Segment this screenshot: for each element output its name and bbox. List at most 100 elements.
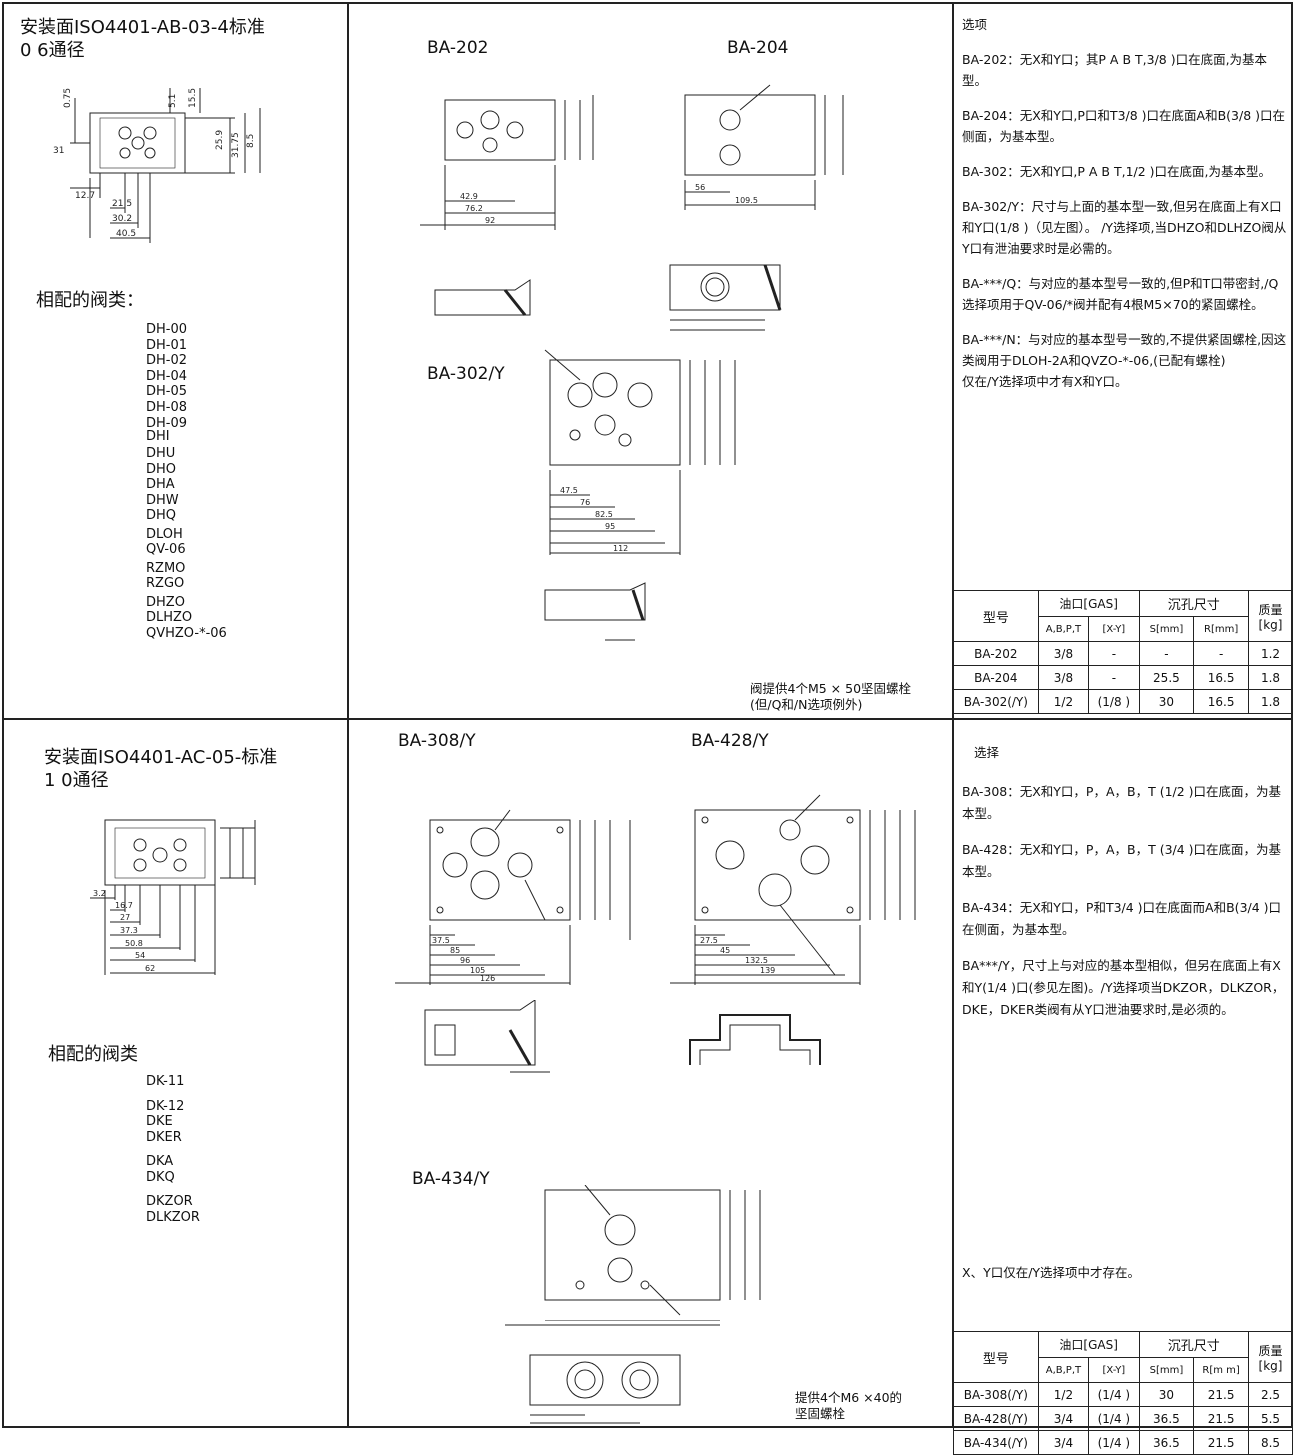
dim-label: 42.9: [460, 192, 478, 201]
cell-mass: 1.2: [1247, 641, 1294, 666]
cell-xy: (1/8 ): [1088, 689, 1140, 714]
header-r: R[m m]: [1193, 1357, 1249, 1383]
cell-r: 16.5: [1193, 665, 1249, 690]
cell-s: 30: [1138, 689, 1195, 714]
valve-item: DK-12: [146, 1098, 185, 1114]
valve-item: DH-01: [146, 337, 188, 353]
dim-label: 139: [760, 966, 775, 975]
cell-r: 21.5: [1193, 1382, 1249, 1407]
dim-label: 95: [605, 522, 615, 531]
valve-item: DH-00: [146, 322, 188, 337]
cell-port: 3/4: [1037, 1406, 1090, 1431]
section2-mounting-surface-drawing: 3.2 16.7 27 37.3 50.8 54 62: [90, 819, 256, 975]
section1-spec-table: 型号 油口[GAS] 沉孔尺寸 质量[kg] A,B,P,T [X-Y] S[m…: [953, 589, 1294, 714]
divider-col2: [952, 2, 954, 1428]
ba434y-drawing: [544, 1185, 761, 1316]
valve-item: DH-02: [146, 353, 188, 368]
cell-mass: 2.5: [1247, 1382, 1294, 1407]
option-item: BA-434：无X和Y口，P和T3/4 )口在底面而A和B(3/4 )口在侧面，…: [962, 900, 1282, 937]
option-item: BA***/Y，尺寸上与对应的基本型相似，但另在底面上有X和Y(1/4 )口(参…: [962, 958, 1285, 1017]
cell-xy: (1/4 ): [1088, 1382, 1140, 1407]
section1-title-line1: 安装面ISO4401-AB-03-4标准: [20, 17, 265, 38]
section2-xy-note: X、Y口仅在/Y选择项中才存在。: [962, 1265, 1141, 1280]
header-s: S[mm]: [1138, 1357, 1195, 1383]
dim-label-0-75: 0.75: [63, 88, 73, 108]
header-port: 油口[GAS]: [1037, 1330, 1140, 1359]
bolt-note-line1: 提供4个M6 ×40的: [795, 1390, 903, 1405]
dim-label-12-7: 12.7: [75, 191, 95, 201]
cell-model: BA-204: [953, 665, 1039, 690]
valve-item: DKER: [146, 1129, 182, 1145]
options-heading: 选择: [974, 745, 1000, 760]
cell-model: BA-434(/Y): [953, 1430, 1039, 1455]
option-item: BA-***/Q：与对应的基本型号一致的,但P和T口带密封,/Q选择项用于QV-…: [962, 276, 1279, 312]
cell-mass: 5.5: [1247, 1406, 1294, 1431]
dim-label: 16.7: [115, 901, 133, 910]
valve-item: DHZO: [146, 594, 185, 610]
table-row: BA-428(/Y) 3/4 (1/4 ) 36.5 21.5 5.5: [953, 1406, 1294, 1431]
table-row: BA-434(/Y) 3/4 (1/4 ) 36.5 21.5 8.5: [953, 1430, 1294, 1455]
ba428y-side-drawing: [689, 1014, 821, 1065]
valve-item: DH-05: [146, 384, 188, 399]
ba302y-drawing: 47.5 76 82.5 95 112: [544, 349, 736, 555]
header-port-xy: [X-Y]: [1088, 1357, 1140, 1383]
dim-label: 54: [135, 951, 145, 960]
model-label-ba302y: BA-302/Y: [427, 364, 505, 384]
cell-port: 3/8: [1037, 641, 1090, 666]
dim-label: 105: [470, 966, 485, 975]
dim-label-5-1: 5.1: [168, 94, 178, 108]
header-port: 油口[GAS]: [1037, 589, 1140, 618]
valve-item: RZMO: [146, 560, 186, 576]
cell-xy: -: [1088, 665, 1140, 690]
valve-item: DHU: [146, 446, 176, 461]
section1-bolt-note: 阀提供4个M5 × 50坚固螺栓 (但/Q和/N选项例外): [750, 681, 911, 713]
section1-valves-heading: 相配的阀类：: [36, 290, 144, 311]
model-label-ba308y: BA-308/Y: [398, 731, 476, 751]
model-label-ba204: BA-204: [727, 38, 789, 58]
header-mass-label: 质量: [1258, 602, 1283, 617]
valve-item: QV-06: [146, 542, 186, 557]
valve-item: DHI: [146, 429, 170, 444]
cell-port: 1/2: [1037, 689, 1090, 714]
dim-label: 132.5: [745, 956, 768, 965]
dim-label-15-5: 15.5: [188, 88, 198, 108]
dim-label-25-9: 25.9: [215, 130, 225, 150]
section1-valve-list: DH-00 DH-01 DH-02 DH-04 DH-05 DH-08 DH-0…: [146, 322, 227, 641]
section2-valve-list: DK-11 DK-12 DKE DKER DKA DKQ DKZOR DLKZO…: [146, 1074, 200, 1225]
valve-item: DHA: [146, 477, 175, 492]
dim-label: 76: [580, 498, 590, 507]
cell-xy: (1/4 ): [1088, 1406, 1140, 1431]
dim-label: 37.5: [432, 936, 450, 945]
bolt-note-line1: 阀提供4个M5 × 50坚固螺栓: [750, 681, 912, 696]
header-mass-unit: [kg]: [1258, 617, 1283, 632]
dim-label-30-2: 30.2: [112, 214, 132, 224]
valve-item: DKQ: [146, 1169, 175, 1185]
dim-label: 92: [485, 216, 495, 225]
options-heading: 选项: [962, 17, 988, 32]
dim-label-8-5: 8.5: [246, 134, 256, 148]
valve-item: DH-09: [146, 416, 188, 431]
cell-s: 36.5: [1138, 1406, 1195, 1431]
cell-xy: -: [1088, 641, 1140, 666]
dim-label: 56: [695, 183, 705, 192]
option-item: BA-204：无X和Y口,P口和T3/8 )口在底面A和B(3/8 )口在侧面，…: [962, 108, 1286, 144]
model-label-ba428y: BA-428/Y: [691, 731, 769, 751]
cell-r: 21.5: [1193, 1406, 1249, 1431]
cell-port: 3/8: [1037, 665, 1090, 690]
header-mass: 质量[kg]: [1247, 590, 1294, 642]
header-s: S[mm]: [1138, 616, 1195, 642]
cell-model: BA-302(/Y): [953, 689, 1039, 714]
dim-label: 126: [480, 974, 495, 983]
ba202-drawing: 42.9 76.2 92: [420, 95, 594, 230]
section1-options: 选项 BA-202：无X和Y口；其P A B T,3/8 )口在底面,为基本型。…: [962, 14, 1288, 406]
dim-label: 85: [450, 946, 460, 955]
valve-item: RZGO: [146, 576, 185, 591]
ba428y-drawing: 27.5 45 132.5 139: [670, 794, 916, 985]
header-port-xy: [X-Y]: [1088, 616, 1140, 642]
dim-label: 27.5: [700, 936, 718, 945]
table-row: BA-308(/Y) 1/2 (1/4 ) 30 21.5 2.5: [953, 1382, 1294, 1407]
cell-s: 30: [1138, 1382, 1195, 1407]
ba202-side-drawing: [434, 279, 531, 316]
header-mass-label: 质量: [1258, 1343, 1283, 1358]
header-counterbore: 沉孔尺寸: [1138, 1330, 1249, 1359]
